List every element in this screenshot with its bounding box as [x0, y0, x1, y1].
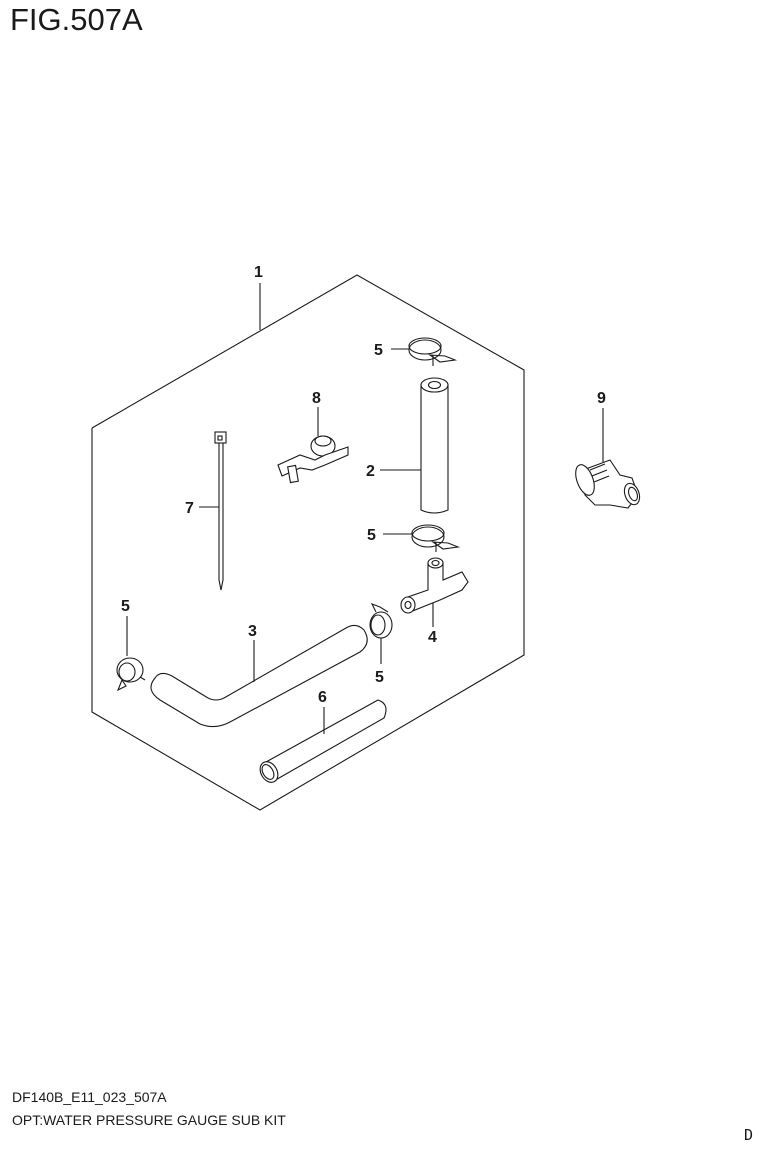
hose-clamp-left: 5 — [116, 598, 146, 692]
hose-clip: 8 — [277, 390, 349, 484]
tee-joint: 4 — [400, 557, 469, 646]
short-hose: 6 — [259, 689, 387, 783]
callout-1: 1 — [254, 264, 263, 281]
callout-2: 2 — [366, 463, 375, 480]
straight-hose: 2 — [366, 377, 449, 514]
figure-title: FIG.507A — [10, 2, 143, 37]
callout-4: 4 — [428, 629, 437, 646]
page-letter: D — [744, 1126, 754, 1144]
callout-5-lower-right: 5 — [375, 669, 384, 686]
hose-clamp-lower-right: 5 — [369, 602, 393, 686]
callout-6: 6 — [318, 689, 327, 706]
callout-5-top: 5 — [374, 342, 383, 359]
kit-outline: 1 — [91, 264, 525, 811]
hose-clamp-middle: 5 — [367, 524, 461, 552]
callout-3: 3 — [248, 623, 257, 640]
bent-hose: 3 — [150, 623, 368, 728]
callout-5-left: 5 — [121, 598, 130, 615]
drawing-code: DF140B_E11_023_507A — [12, 1089, 167, 1105]
kit-description: OPT:WATER PRESSURE GAUGE SUB KIT — [12, 1112, 286, 1128]
callout-9: 9 — [597, 390, 606, 407]
callout-8: 8 — [312, 390, 321, 407]
cable-tie: 7 — [185, 431, 227, 591]
callout-5-middle: 5 — [367, 527, 376, 544]
callout-7: 7 — [185, 500, 194, 517]
hose-clamp-top: 5 — [374, 337, 458, 366]
hose-adapter-fitting: 9 — [575, 390, 641, 509]
